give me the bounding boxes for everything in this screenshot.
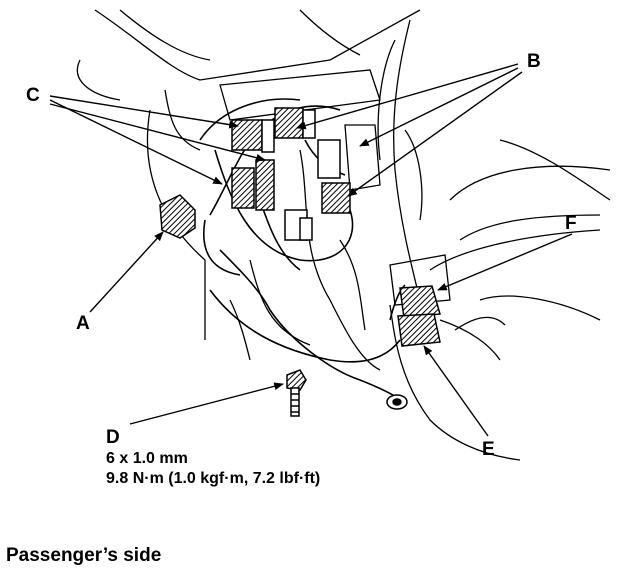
callout-d: D: [106, 427, 120, 448]
callout-b: B: [527, 51, 541, 72]
bolt-torque-spec: 9.8 N·m (1.0 kgf·m, 7.2 lbf·ft): [106, 470, 321, 487]
connectors-ef: [397, 285, 441, 347]
connector-fuse-block: [284, 209, 313, 241]
figure-caption: Passenger’s side: [6, 545, 162, 566]
callout-c: C: [26, 85, 40, 106]
callout-a: A: [76, 313, 90, 334]
wire-harness: [199, 98, 406, 401]
bolt-d: [286, 369, 408, 417]
callout-f: F: [565, 213, 577, 234]
callout-e: E: [482, 439, 495, 460]
connector-a: [159, 194, 196, 239]
dashboard-outline: [76, 9, 611, 461]
connectors-c: [231, 119, 275, 211]
bolt-size-spec: 6 x 1.0 mm: [106, 450, 188, 467]
leader-lines: [49, 63, 573, 437]
